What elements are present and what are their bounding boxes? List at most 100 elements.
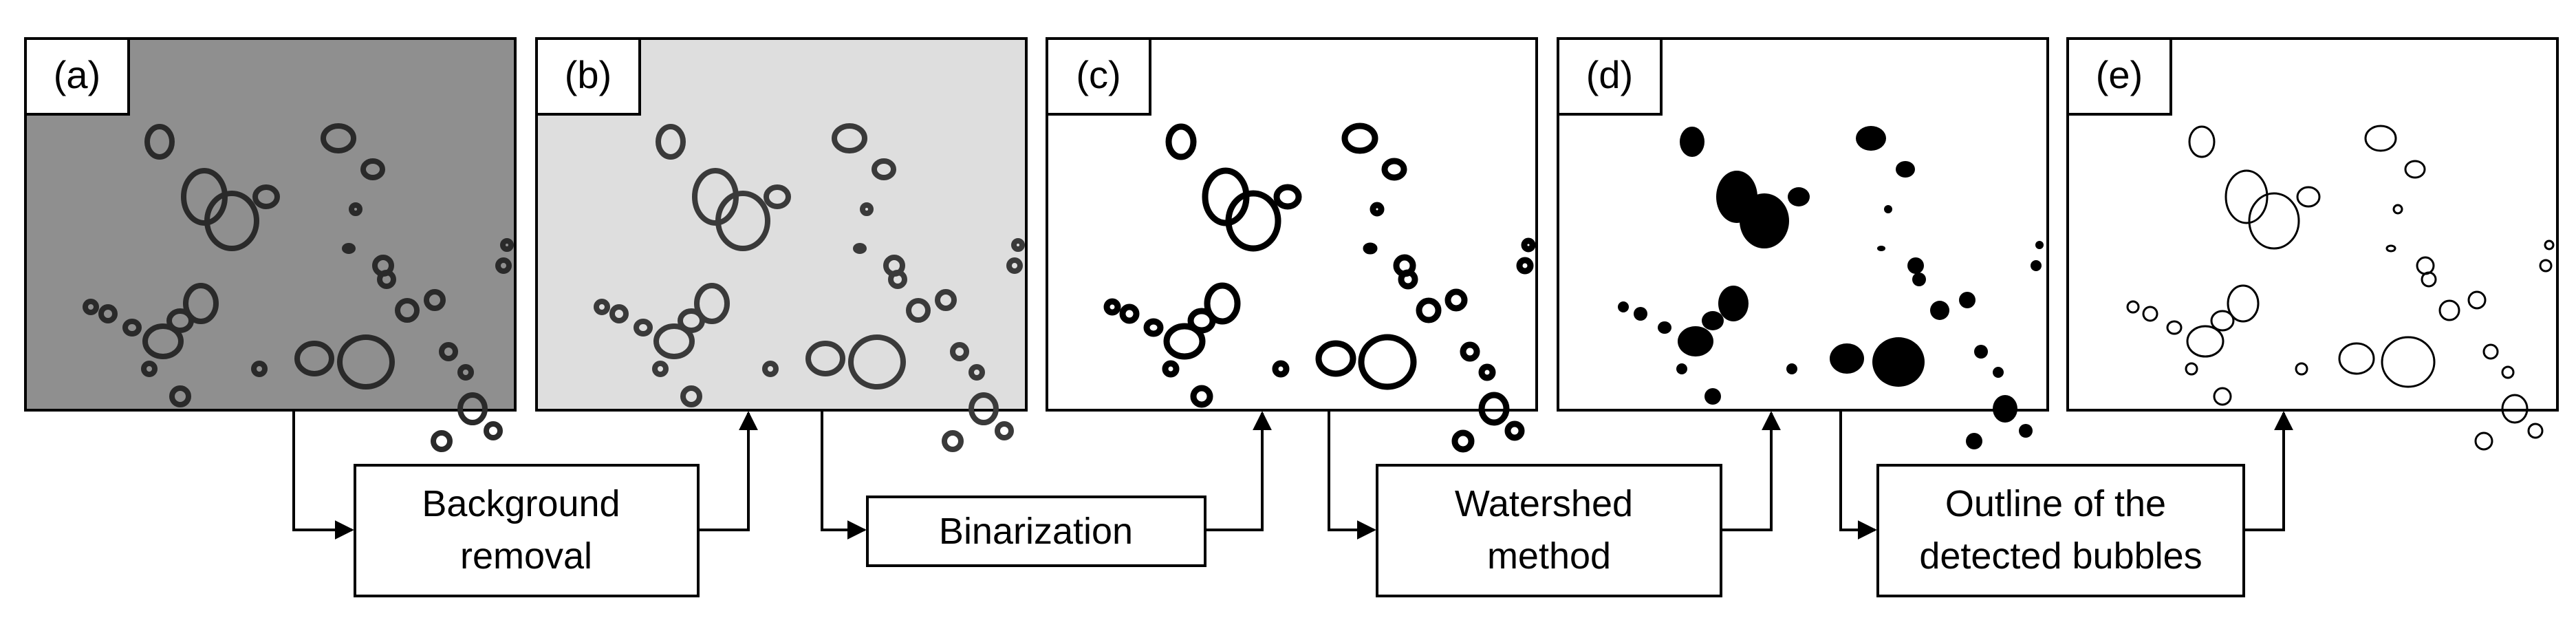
panel-e-label-box xyxy=(2066,37,2172,116)
bubble xyxy=(1103,298,1121,316)
bubble xyxy=(1358,334,1417,390)
step-watershed-line-1: Watershed xyxy=(1455,483,1633,524)
bubble xyxy=(906,298,931,323)
bubble xyxy=(1444,288,1468,312)
bubble xyxy=(848,334,906,390)
bubble xyxy=(2482,343,2499,360)
step-background-removal: Background removal xyxy=(354,464,700,597)
bubble xyxy=(762,361,779,377)
arrow-outline-to-e xyxy=(2244,411,2293,531)
bubble xyxy=(950,342,969,361)
bubble xyxy=(2035,241,2044,249)
bubble xyxy=(935,289,957,311)
arrow-a-to-background-removal xyxy=(292,410,354,540)
arrow-watershed-to-d xyxy=(1721,411,1781,531)
bubble xyxy=(183,283,219,324)
bubble xyxy=(1704,388,1721,405)
bubble xyxy=(1143,318,1164,337)
bubble xyxy=(634,319,653,337)
bubble xyxy=(2019,424,2033,438)
step-outline-line-1: Outline of the xyxy=(1945,483,2166,524)
bubble xyxy=(2544,239,2555,251)
bubble xyxy=(2213,387,2232,406)
bubble xyxy=(2186,325,2225,358)
bubble xyxy=(83,299,99,315)
panel-a-label: (a) xyxy=(54,53,100,96)
step-background-removal-line-1: Background xyxy=(422,483,620,524)
panel-c-label-box xyxy=(1046,37,1151,116)
panel-a-bubbles xyxy=(83,123,514,452)
panel-d-bubbles xyxy=(1618,126,2044,449)
bubble xyxy=(1162,360,1180,378)
bubble xyxy=(1907,257,1924,274)
panel-d-label-box xyxy=(1557,37,1663,116)
bubble xyxy=(694,283,730,324)
bubble xyxy=(2166,320,2183,335)
bubble xyxy=(653,323,695,359)
bubble xyxy=(2385,244,2396,253)
bubble xyxy=(1398,269,1418,290)
bubble xyxy=(2438,299,2460,321)
step-outline-detected-bubbles: Outline of the detected bubbles xyxy=(1876,464,2245,597)
bubble xyxy=(1451,429,1475,453)
connectors xyxy=(292,410,2293,540)
bubble xyxy=(169,385,191,407)
bubble xyxy=(144,124,175,160)
bubble xyxy=(1877,246,1885,251)
bubble xyxy=(1272,360,1290,378)
bubble xyxy=(1363,242,1378,255)
bubble xyxy=(2296,186,2321,208)
bubble xyxy=(1618,301,1629,312)
bubble xyxy=(1381,158,1407,181)
bubble xyxy=(252,184,280,209)
bubble xyxy=(1896,161,1915,178)
bubble xyxy=(853,243,867,254)
bubble xyxy=(337,334,395,390)
bubble xyxy=(678,308,705,333)
bubble xyxy=(1341,122,1378,154)
bubble xyxy=(805,341,845,376)
bubble xyxy=(1225,190,1281,252)
step-outline-line-2: detected bubbles xyxy=(1919,535,2202,577)
bubble xyxy=(2474,431,2493,451)
bubble xyxy=(1119,303,1140,324)
bubble xyxy=(484,421,503,440)
bubble xyxy=(2188,125,2216,158)
bubble xyxy=(1478,363,1496,381)
bubble xyxy=(594,299,610,315)
step-binarization-label: Binarization xyxy=(939,511,1133,552)
bubble xyxy=(1788,187,1810,206)
arrow-background-removal-to-b xyxy=(698,411,758,531)
bubble xyxy=(872,158,896,180)
bubble xyxy=(2404,160,2426,179)
bubble xyxy=(1718,286,1749,321)
bubble xyxy=(166,308,194,333)
svg-text:Watershed method: Watershed method xyxy=(1455,483,1643,577)
bubble xyxy=(342,243,356,254)
bubble xyxy=(1478,392,1510,426)
bubble xyxy=(457,364,474,381)
bubble xyxy=(1974,345,1988,359)
bubble xyxy=(1011,238,1025,252)
step-binarization: Binarization xyxy=(866,496,1206,567)
bubble xyxy=(832,123,867,153)
bubble xyxy=(1516,257,1534,275)
bubble xyxy=(2364,125,2397,152)
bubble xyxy=(888,270,907,289)
panel-d: (d) xyxy=(1557,37,2049,449)
bubble xyxy=(2126,300,2140,314)
bubble xyxy=(439,342,458,361)
bubble xyxy=(1163,323,1206,360)
bubble xyxy=(1912,273,1926,286)
bubble xyxy=(2381,336,2436,388)
step-background-removal-line-2: removal xyxy=(460,535,592,577)
bubble xyxy=(2210,310,2235,332)
bubble xyxy=(1315,340,1356,377)
bubble xyxy=(251,361,268,377)
bubble xyxy=(1521,237,1536,253)
bubble xyxy=(424,289,446,311)
bubble xyxy=(1993,395,2017,423)
bubble xyxy=(2392,204,2403,215)
bubble xyxy=(2248,192,2300,250)
